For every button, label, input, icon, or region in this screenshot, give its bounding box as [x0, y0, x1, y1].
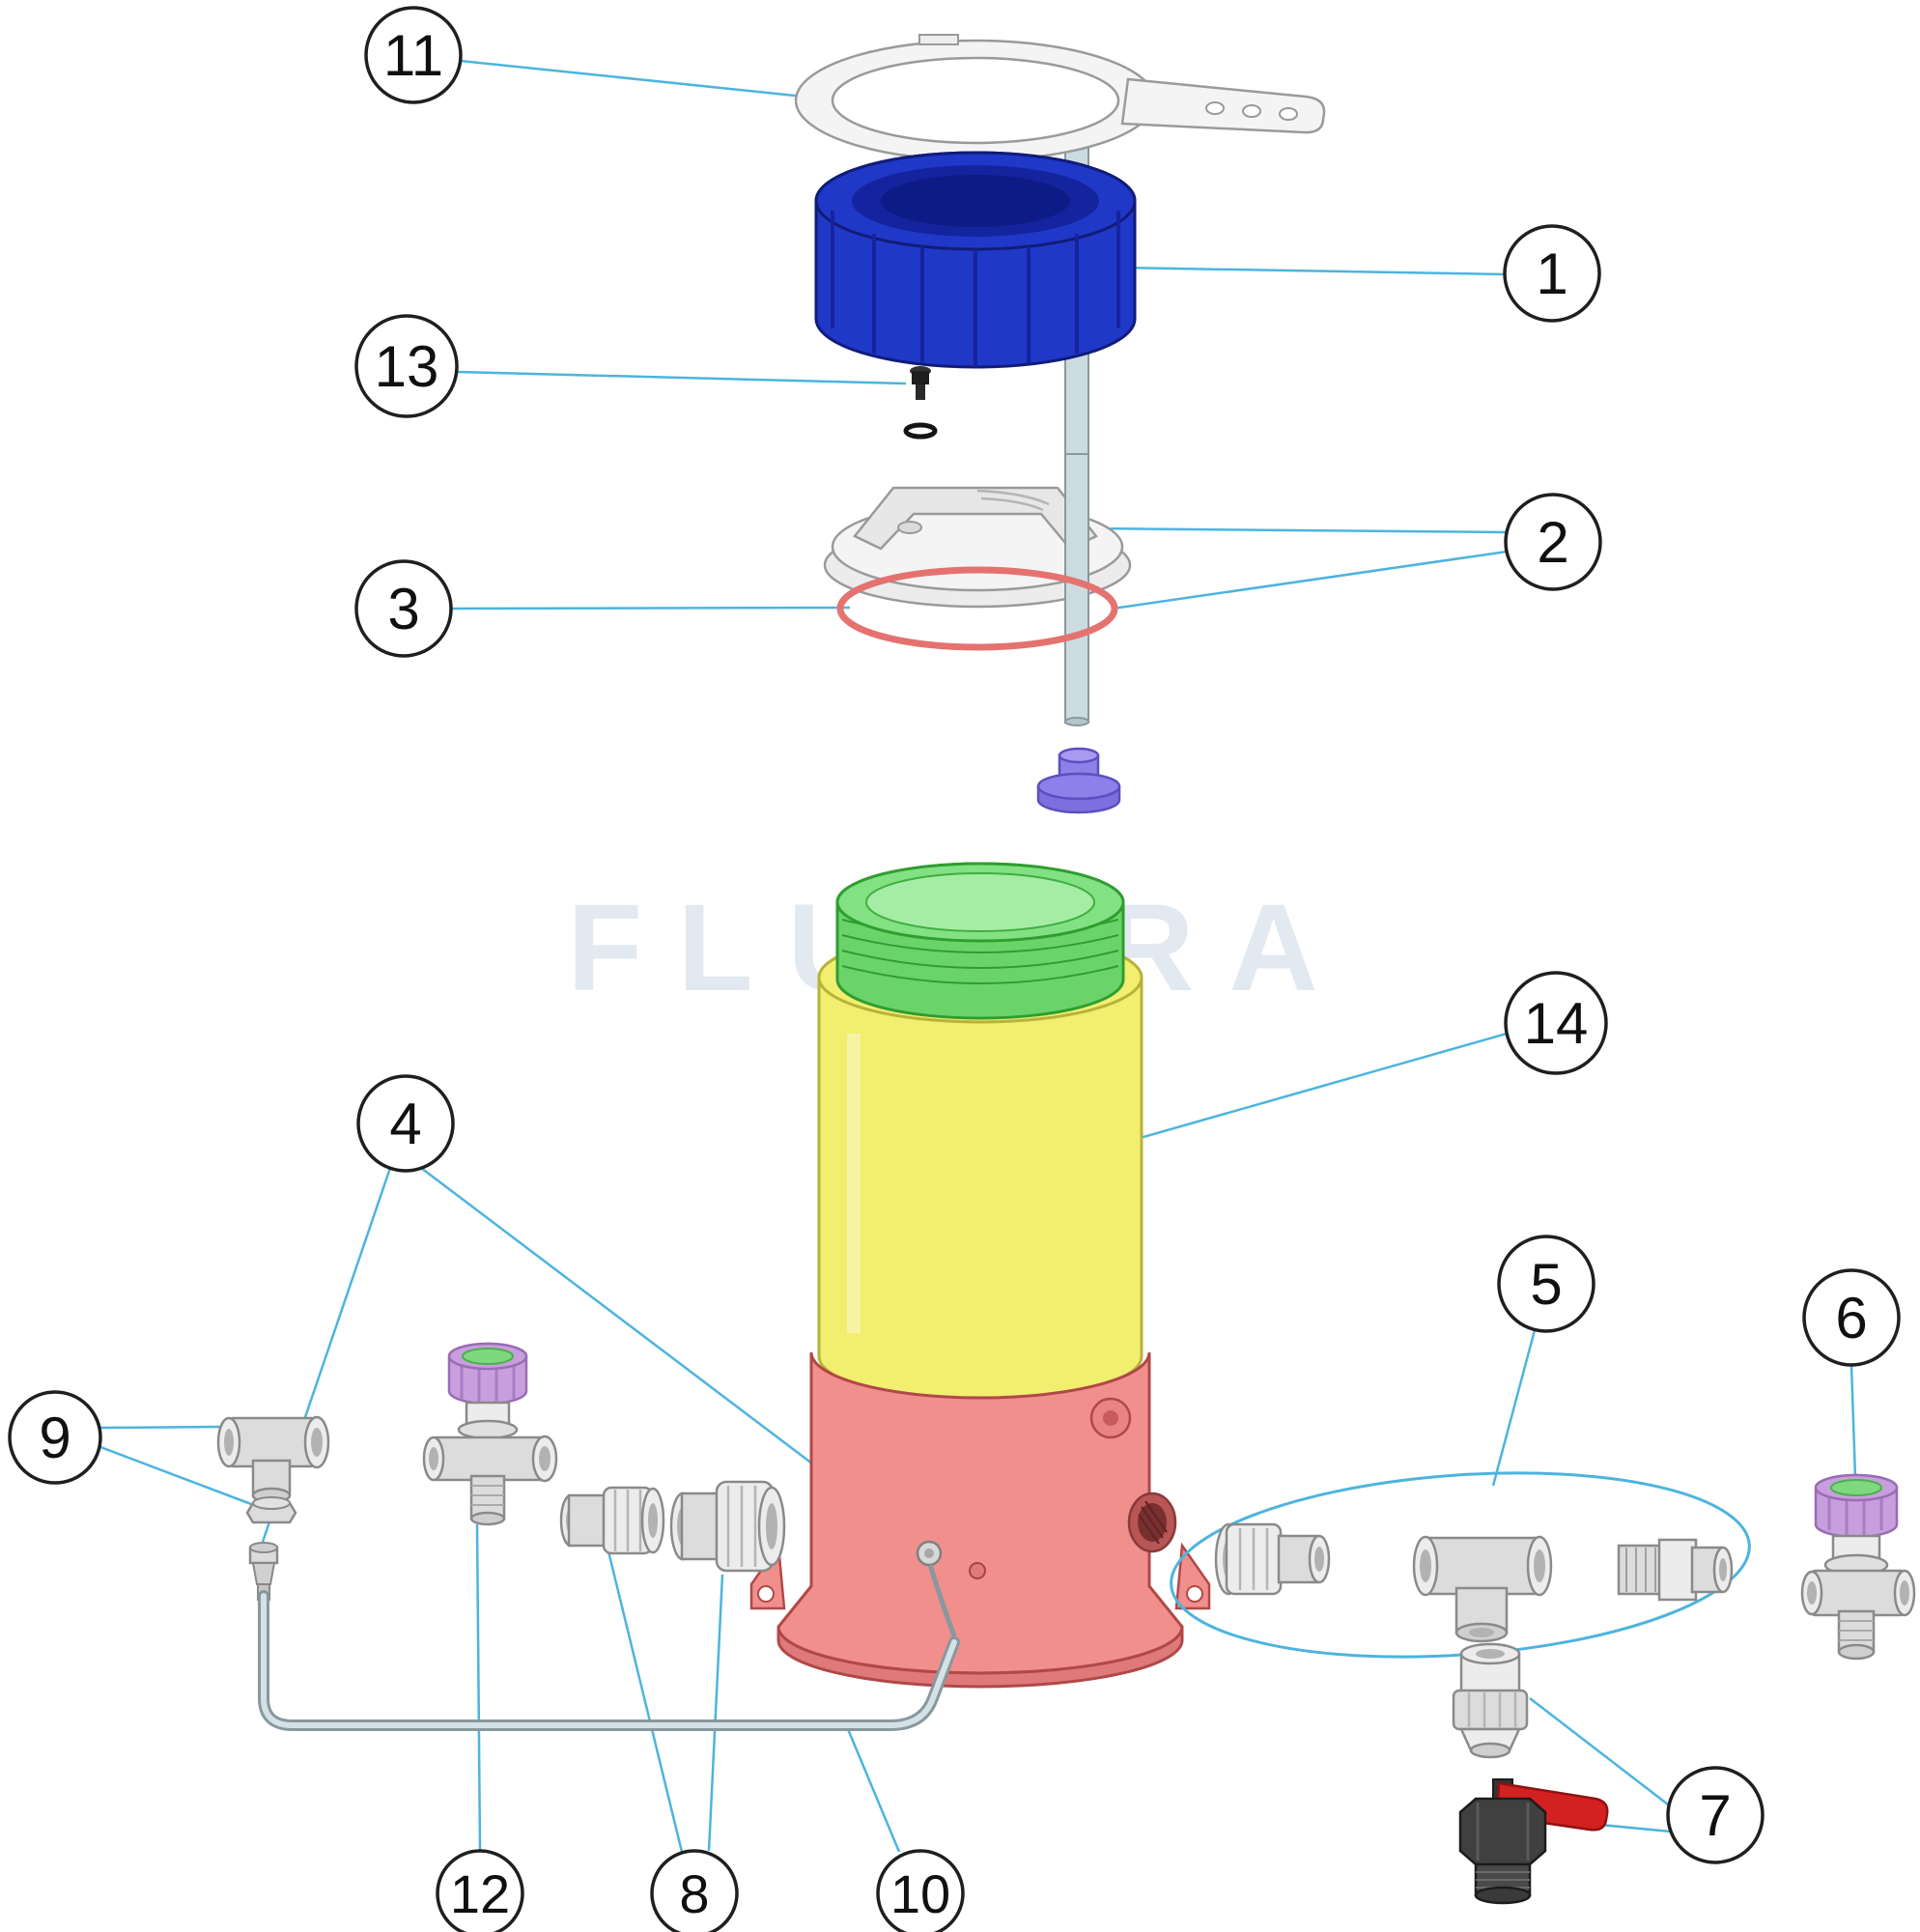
callout-5-label: 5 [1530, 1252, 1562, 1317]
bleed-screw [910, 366, 931, 400]
callout-12-label: 12 [450, 1863, 510, 1924]
callout-6: 6 [1802, 1268, 1901, 1367]
check-valve-right [1800, 1473, 1916, 1661]
base-front-hole [969, 1562, 986, 1579]
leader-line-13 [456, 370, 907, 385]
callout-1: 1 [1503, 224, 1601, 323]
check-valve-left [422, 1342, 558, 1526]
leader-line-9b [99, 1445, 252, 1506]
tee-fitting-5 [1412, 1535, 1553, 1643]
leader-line-12 [475, 1523, 482, 1851]
ball-valve-7 [1458, 1778, 1609, 1905]
callout-3: 3 [354, 559, 453, 658]
callout-7: 7 [1666, 1766, 1765, 1864]
callout-11-label: 11 [383, 23, 443, 88]
callout-8: 8 [650, 1849, 739, 1932]
callout-8-label: 8 [679, 1863, 709, 1924]
callout-6-label: 6 [1835, 1286, 1867, 1350]
compression-nut [245, 1496, 297, 1524]
leader-line-7a [1529, 1697, 1669, 1805]
flexible-tube [258, 1590, 960, 1731]
callout-3-label: 3 [387, 577, 419, 641]
leader-line-9a [99, 1425, 221, 1430]
callout-13: 13 [354, 314, 459, 418]
leader-line-10 [846, 1728, 901, 1853]
callout-10-label: 10 [890, 1863, 950, 1924]
wrench-notch [918, 34, 959, 45]
lid [823, 486, 1132, 609]
union-adapter-5 [1214, 1522, 1331, 1596]
lid-oring [836, 566, 1118, 651]
lid-handle-texture [976, 489, 1050, 506]
lid-handle-texture [980, 497, 1044, 512]
leader-line-2b [1112, 550, 1508, 611]
callout-1-label: 1 [1536, 242, 1567, 306]
leader-line-8b [707, 1574, 724, 1852]
wrench-hole [1279, 107, 1298, 121]
male-adapter-5 [1617, 1538, 1734, 1602]
leader-line-2a [1088, 526, 1508, 534]
leader-line-6 [1849, 1364, 1857, 1479]
callout-9-label: 9 [39, 1406, 71, 1470]
union-large [669, 1480, 786, 1573]
leader-line-8a [607, 1550, 684, 1853]
locking-ring-nut [814, 151, 1137, 369]
callout-9: 9 [8, 1390, 102, 1485]
callout-5: 5 [1497, 1235, 1595, 1333]
callouts: 11 1 13 2 3 14 4 9 [8, 6, 1901, 1932]
callout-10: 10 [876, 1849, 965, 1932]
leader-line-11 [460, 59, 824, 100]
lid-latch [897, 521, 922, 534]
callout-2-label: 2 [1537, 510, 1568, 575]
leader-line-1 [1119, 266, 1506, 276]
chlorinator-vessel [749, 862, 1211, 1689]
tube-grommet [1036, 747, 1121, 814]
leader-line-3 [450, 606, 851, 611]
callout-14: 14 [1504, 971, 1608, 1075]
callout-14-label: 14 [1524, 991, 1589, 1056]
cap-green-seal [1830, 1479, 1882, 1496]
vessel-neck-thread [835, 862, 1125, 1020]
union-7 [1452, 1642, 1529, 1759]
callout-2: 2 [1504, 493, 1602, 591]
callout-4-label: 4 [389, 1092, 421, 1156]
vessel-base [749, 1351, 1211, 1689]
bleed-screw-oring [903, 422, 938, 440]
wrench-hole [1205, 101, 1225, 115]
callout-7-label: 7 [1699, 1783, 1731, 1848]
injection-tube-front [1064, 453, 1089, 726]
union-small [559, 1486, 665, 1555]
callout-4: 4 [356, 1074, 455, 1173]
leader-lines [99, 59, 1857, 1853]
callout-12: 12 [436, 1849, 524, 1932]
wrench-hole [1242, 104, 1261, 118]
cap-knurl [460, 1364, 516, 1403]
clamp-wrench [794, 34, 1326, 162]
tee-fitting-left [216, 1415, 330, 1504]
cap-knurl [1827, 1495, 1883, 1536]
base-injection-fitting [916, 1540, 957, 1637]
ball-valve-body [1458, 1797, 1547, 1866]
cap-green-seal [462, 1348, 514, 1365]
callout-11: 11 [364, 6, 463, 104]
callout-13-label: 13 [375, 334, 439, 399]
leader-line-5 [1491, 1329, 1537, 1487]
